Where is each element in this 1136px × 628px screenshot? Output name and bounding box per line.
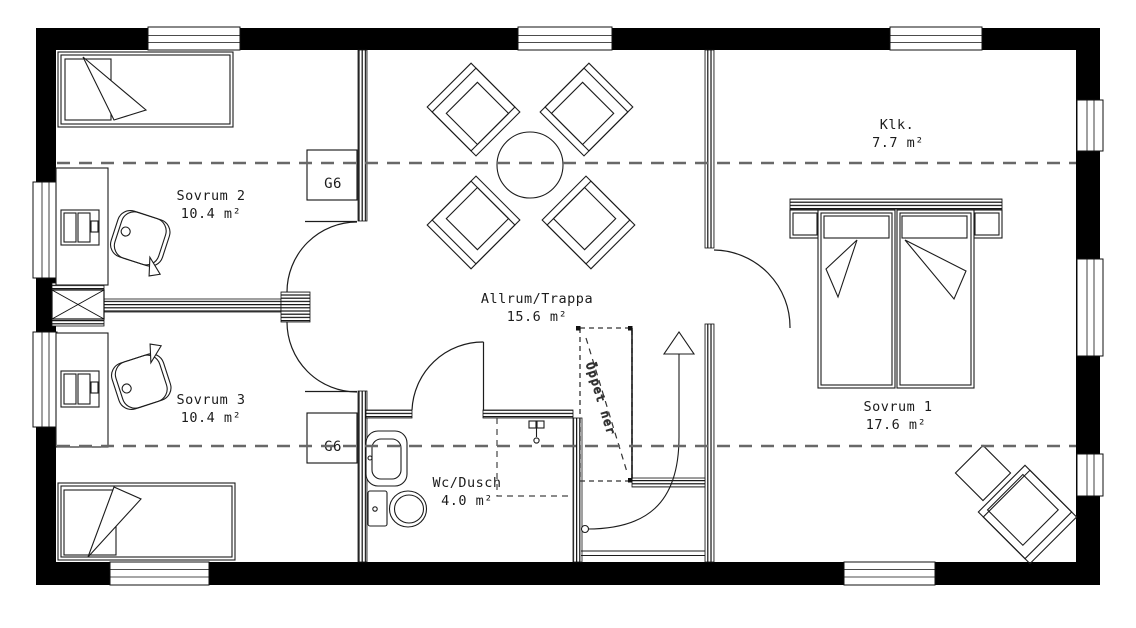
- dining-chair-bottom-right: [541, 175, 636, 270]
- wardrobe-g6-top-label: G6: [324, 176, 342, 192]
- dining-set: [426, 62, 636, 270]
- doors: [286, 220, 791, 411]
- wall-allrum-right-top: [704, 49, 715, 249]
- door-sovrum2: [286, 220, 358, 293]
- wc-fixtures: [365, 418, 573, 528]
- wall-between-bedrooms: [103, 298, 282, 313]
- door-sovrum1: [713, 249, 791, 329]
- room-label-sovrum1: Sovrum 1: [863, 399, 932, 415]
- windows: [32, 26, 1104, 586]
- window-right-1: [1076, 99, 1104, 152]
- sink: [365, 430, 408, 487]
- window-bottom-1: [109, 561, 210, 586]
- round-table: [496, 131, 564, 199]
- room-area-sovrum1: 17.6 m²: [866, 417, 926, 433]
- room-area-sovrum2: 10.4 m²: [181, 206, 241, 222]
- window-right-3: [1076, 453, 1104, 497]
- window-bottom-2: [843, 561, 936, 586]
- desk-sovrum2: [55, 167, 109, 286]
- room-area-klk: 7.7 m²: [872, 135, 924, 151]
- shower-mixer: [528, 420, 545, 444]
- wall-allrum-right-bottom: [704, 323, 715, 563]
- room-label-klk: Klk.: [880, 117, 915, 133]
- wardrobe-g6-bottom: G6: [306, 412, 358, 464]
- wall-center-top: [357, 49, 368, 222]
- bed-sovrum3: [57, 482, 236, 561]
- shower-area-outline: [496, 418, 573, 497]
- dining-chair-top-left: [426, 62, 521, 157]
- window-top-1: [147, 26, 241, 51]
- stair-opening-diagonal: [585, 337, 628, 473]
- headboard: [789, 198, 1003, 210]
- bed-sovrum2: [57, 51, 234, 128]
- furniture: [55, 51, 1078, 565]
- wall-wc-top-right: [482, 409, 574, 419]
- room-label-sovrum3: Sovrum 3: [176, 392, 245, 408]
- wardrobe-g6-top: G6: [306, 149, 358, 201]
- room-area-allrum: 15.6 m²: [507, 309, 567, 325]
- chair-sovrum3: [110, 343, 172, 410]
- window-top-3: [889, 26, 983, 51]
- double-bed-sovrum1: [789, 198, 1003, 389]
- side-table-sovrum1: [954, 444, 1012, 502]
- toilet: [367, 490, 428, 528]
- ventilation-shaft: [51, 282, 105, 327]
- wall-wc-top-left: [365, 409, 413, 419]
- room-label-sovrum2: Sovrum 2: [176, 188, 245, 204]
- dining-chair-top-right: [539, 62, 634, 157]
- window-left-1: [32, 181, 58, 279]
- wall-wc-right: [572, 417, 583, 563]
- desk-sovrum3: [55, 332, 109, 448]
- room-area-sovrum3: 10.4 m²: [181, 410, 241, 426]
- wall-bottom: [36, 562, 1100, 585]
- window-top-2: [517, 26, 613, 51]
- ceiling-height-lines: [57, 161, 1076, 448]
- room-labels: Sovrum 2 10.4 m² Sovrum 3 10.4 m² Allrum…: [176, 117, 932, 509]
- window-right-2: [1076, 258, 1104, 357]
- armchair-sovrum1: [977, 464, 1078, 565]
- wall-stair-bottom: [631, 477, 706, 488]
- room-area-wc: 4.0 m²: [441, 493, 493, 509]
- door-sovrum3: [286, 321, 358, 393]
- room-label-allrum: Allrum/Trappa: [481, 291, 593, 307]
- room-label-wc: Wc/Dusch: [432, 475, 501, 491]
- door-wc: [411, 341, 485, 411]
- dining-chair-bottom-left: [426, 175, 521, 270]
- chair-sovrum2: [109, 210, 171, 277]
- wall-door-post: [280, 291, 311, 323]
- window-left-2: [32, 331, 58, 428]
- wall-left: [36, 28, 56, 585]
